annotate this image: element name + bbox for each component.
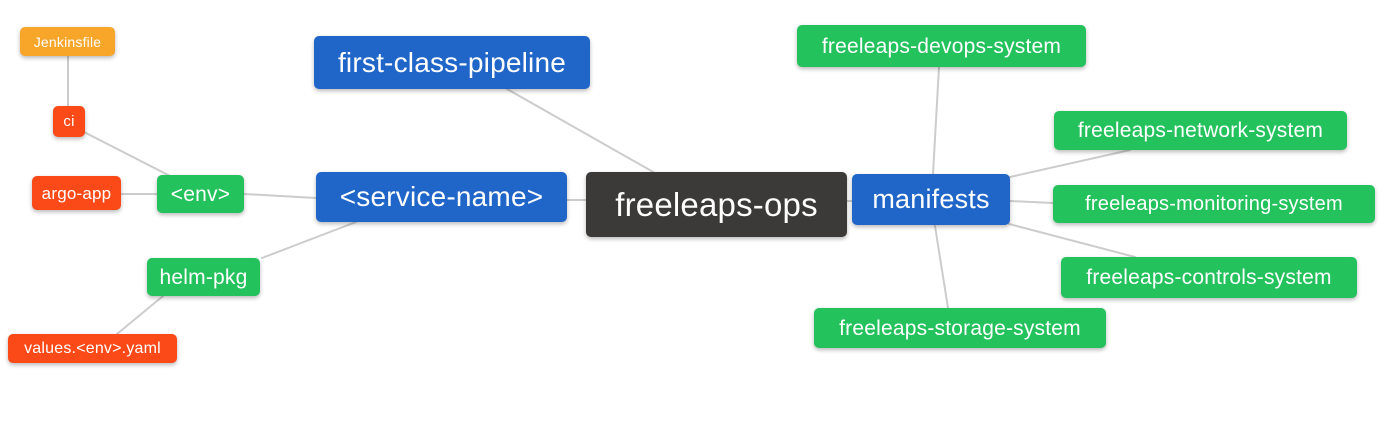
node-freeleaps-monitoring-system[interactable]: freeleaps-monitoring-system bbox=[1053, 185, 1375, 223]
edge-values-helm-pkg bbox=[116, 295, 164, 335]
node-env[interactable]: <env> bbox=[157, 175, 244, 213]
node-freeleaps-devops-system[interactable]: freeleaps-devops-system bbox=[797, 25, 1086, 67]
edge-pipeline-freeleaps-ops bbox=[506, 88, 656, 174]
node-helm-pkg[interactable]: helm-pkg bbox=[147, 258, 260, 296]
node-manifests[interactable]: manifests bbox=[852, 174, 1010, 225]
edge-manifests-controls bbox=[1008, 223, 1136, 258]
node-ci[interactable]: ci bbox=[53, 106, 85, 137]
node-freeleaps-storage-system[interactable]: freeleaps-storage-system bbox=[814, 308, 1106, 348]
edge-manifests-storage bbox=[934, 225, 949, 309]
edge-ci-env bbox=[83, 131, 171, 177]
node-values-env-yaml[interactable]: values.<env>.yaml bbox=[8, 334, 177, 363]
node-service-name[interactable]: <service-name> bbox=[316, 172, 567, 222]
node-freeleaps-ops[interactable]: freeleaps-ops bbox=[586, 172, 847, 237]
node-argo-app[interactable]: argo-app bbox=[32, 176, 121, 210]
node-jenkinsfile[interactable]: Jenkinsfile bbox=[20, 27, 115, 56]
edge-manifests-devops bbox=[932, 66, 940, 175]
edge-helm-pkg-service-name bbox=[261, 221, 357, 259]
edge-manifests-network bbox=[1009, 149, 1131, 178]
node-first-class-pipeline[interactable]: first-class-pipeline bbox=[314, 36, 590, 89]
node-freeleaps-controls-system[interactable]: freeleaps-controls-system bbox=[1061, 257, 1357, 298]
edge-manifests-monitoring bbox=[1009, 200, 1054, 204]
edge-env-service-name bbox=[243, 193, 317, 199]
node-freeleaps-network-system[interactable]: freeleaps-network-system bbox=[1054, 111, 1347, 150]
